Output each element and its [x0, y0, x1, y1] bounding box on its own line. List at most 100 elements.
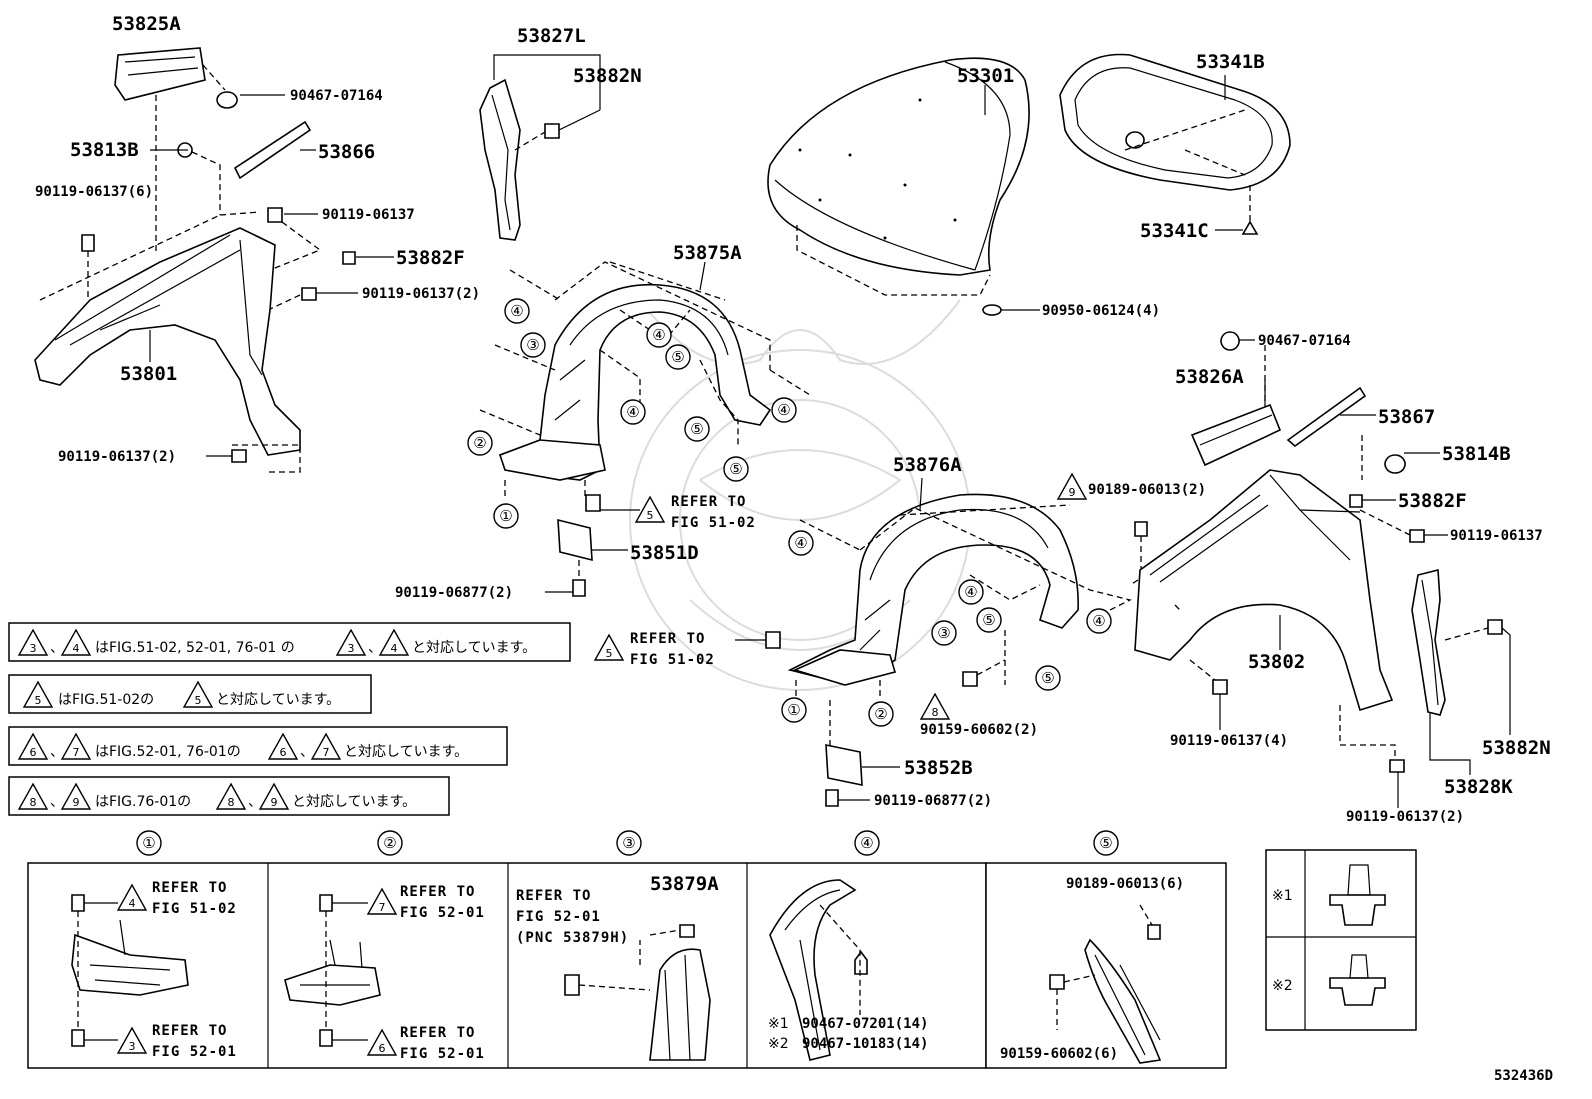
- p1-refer-fig-b: FIG 52-01: [152, 1044, 237, 1060]
- p3-label-53879A: 53879A: [650, 873, 719, 895]
- callout-4: ④: [620, 399, 646, 425]
- callout-5: ⑤: [976, 607, 1002, 633]
- svg-text:4: 4: [391, 642, 398, 655]
- panel-header-2: ②: [377, 830, 403, 856]
- svg-text:、: 、: [248, 794, 262, 810]
- triangle-5-a: 5: [634, 495, 666, 523]
- insulator-53341B-shape: [1059, 53, 1291, 191]
- insulator-clip-shape: [1125, 131, 1145, 149]
- triangle-9: 9: [1056, 472, 1088, 500]
- bolt-90119-06877-2b-shape: [825, 789, 839, 807]
- legend-mark1: ※1: [1272, 888, 1293, 904]
- bolt-90119-06137-2c-shape: [1389, 759, 1405, 773]
- label-90119-06137-4: 90119-06137(4): [1170, 733, 1288, 749]
- svg-text:④: ④: [860, 834, 873, 852]
- svg-text:、: 、: [300, 744, 314, 760]
- svg-text:⑤: ⑤: [671, 348, 684, 366]
- p1-refer-to-a: REFER TO: [152, 880, 227, 896]
- label-53341B: 53341B: [1196, 51, 1265, 73]
- svg-text:⑤: ⑤: [1099, 834, 1112, 852]
- label-53851D: 53851D: [630, 542, 699, 564]
- panel-header-4: ④: [854, 830, 880, 856]
- clip-53882N-a-shape: [544, 123, 560, 139]
- svg-text:、: 、: [50, 794, 64, 810]
- svg-text:7: 7: [379, 901, 386, 914]
- p1-refer-to-b: REFER TO: [152, 1023, 227, 1039]
- clip-under-2-shape: [765, 631, 781, 649]
- label-90119-06877-2a: 90119-06877(2): [395, 585, 513, 601]
- label-90119-06137-2a: 90119-06137(2): [362, 286, 480, 302]
- svg-text:⑤: ⑤: [729, 460, 742, 478]
- bolt-90119-06137-2a-shape: [301, 287, 317, 301]
- label-90119-06137-a: 90119-06137: [322, 207, 415, 223]
- p2-triangle-7: 7: [366, 887, 398, 915]
- label-53876A: 53876A: [893, 454, 962, 476]
- label-90119-06137-b: 90119-06137: [1450, 528, 1543, 544]
- cushion-90950-06124-shape: [982, 304, 1002, 316]
- bolt-90119-06137-b-shape: [1409, 529, 1425, 543]
- svg-text:④: ④: [626, 403, 639, 421]
- label-53813B: 53813B: [70, 139, 139, 161]
- label-53341C: 53341C: [1140, 220, 1209, 242]
- svg-text:②: ②: [383, 834, 396, 852]
- p3-pnc: (PNC 53879H): [516, 930, 629, 946]
- detail-panels: [27, 849, 1417, 1069]
- svg-text:5: 5: [606, 647, 613, 660]
- label-90119-06137-2b: 90119-06137(2): [58, 449, 176, 465]
- label-90950-06124-4: 90950-06124(4): [1042, 303, 1160, 319]
- callout-3: ③: [520, 332, 546, 358]
- callout-1: ①: [781, 697, 807, 723]
- svg-text:5: 5: [195, 694, 202, 707]
- svg-text:6: 6: [379, 1042, 386, 1055]
- svg-text:⑤: ⑤: [1041, 669, 1054, 687]
- hood-insulator-group: [1059, 53, 1291, 235]
- label-53827L: 53827L: [517, 25, 586, 47]
- clip-90467-07164-b-shape: [1220, 331, 1240, 351]
- callout-4: ④: [958, 579, 984, 605]
- label-53866: 53866: [318, 141, 375, 163]
- part-53826A-shape: [1190, 403, 1282, 467]
- hood-group: [767, 57, 1040, 316]
- circled-callouts: ④ ③ ② ① ④ ⑤ ④ ④ ⑤ ⑤ ④ ④ ⑤ ③ ④ ⑤ ① ② ① ② …: [136, 298, 1119, 856]
- screw-90159-60602-shape: [962, 671, 978, 687]
- svg-text:3: 3: [129, 1040, 136, 1053]
- p3-refer-to: REFER TO: [516, 888, 591, 904]
- p4-label-90467-07201: 90467-07201(14): [802, 1016, 928, 1032]
- svg-text:8: 8: [932, 706, 939, 719]
- bracket-53852B-shape: [825, 744, 863, 786]
- svg-text:はFIG.52-01, 76-01の: はFIG.52-01, 76-01の: [95, 744, 241, 760]
- bolt-90119-06137-shape: [267, 207, 283, 223]
- svg-text:、: 、: [50, 744, 64, 760]
- mud-guard-2-shape: [792, 649, 897, 686]
- svg-text:と対応しています。: と対応しています。: [344, 744, 468, 760]
- left-fender-leaders: [149, 94, 394, 457]
- clip-90467-07164-shape: [216, 91, 238, 109]
- svg-text:③: ③: [526, 336, 539, 354]
- liner-53876A-shape: [787, 493, 1079, 681]
- callout-4: ④: [504, 298, 530, 324]
- liner-53875A-shape: [498, 283, 772, 481]
- svg-text:④: ④: [964, 583, 977, 601]
- label-53882N-b: 53882N: [1482, 737, 1551, 759]
- callout-5: ⑤: [665, 344, 691, 370]
- callout-4: ④: [646, 322, 672, 348]
- svg-text:①: ①: [142, 834, 155, 852]
- clip-53814B-shape: [1384, 454, 1406, 474]
- label-90159-60602-2: 90159-60602(2): [920, 722, 1038, 738]
- svg-text:④: ④: [794, 534, 807, 552]
- label-53801: 53801: [120, 363, 177, 385]
- clip-53882F-b-shape: [1349, 494, 1363, 508]
- callout-3: ③: [931, 620, 957, 646]
- label-53882N-a: 53882N: [573, 65, 642, 87]
- svg-text:④: ④: [510, 302, 523, 320]
- label-53802: 53802: [1248, 651, 1305, 673]
- svg-text:④: ④: [652, 326, 665, 344]
- svg-text:4: 4: [129, 897, 136, 910]
- triangle-8: 8: [919, 692, 951, 720]
- callout-2: ②: [467, 430, 493, 456]
- p1-triangle-4: 4: [116, 883, 148, 911]
- triangle-5-b: 5: [593, 633, 625, 661]
- clip-53341C-shape: [1241, 220, 1259, 235]
- bolt-90119-06137-6-shape: [81, 234, 95, 252]
